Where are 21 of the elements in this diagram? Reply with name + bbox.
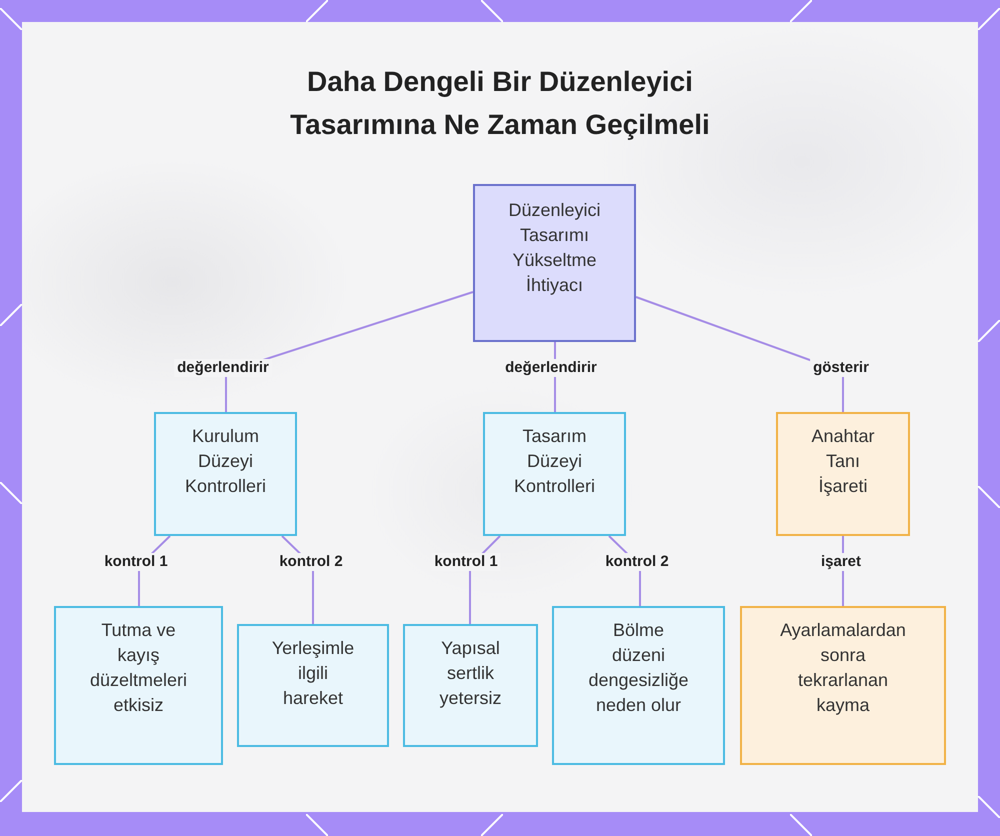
process-box xyxy=(237,624,389,747)
edge-label: değerlendirir xyxy=(174,359,272,377)
node-label: Tutma ve kayış düzeltmeleri etkisiz xyxy=(88,619,188,717)
node-label: Ayarlamalardan sonra tekrarlanan kayma xyxy=(779,619,907,717)
node-label: Kurulum Düzeyi Kontrolleri xyxy=(184,425,268,498)
node-label: Düzenleyici Tasarımı Yükseltme İhtiyacı xyxy=(507,199,602,297)
process-box xyxy=(154,412,297,536)
node-label: Tasarım Düzeyi Kontrolleri xyxy=(512,425,596,498)
process-box xyxy=(776,412,910,536)
process-box xyxy=(740,606,946,765)
process-box xyxy=(483,412,626,536)
edge-label: gösterir xyxy=(810,359,872,377)
process-box xyxy=(403,624,538,747)
node-label: Yerleşimle ilgili hareket xyxy=(270,637,356,710)
diagram-title: Daha Dengeli Bir Düzenleyici Tasarımına Ne Zaman Geçilmeli xyxy=(289,65,711,142)
node-label: Anahtar Tanı İşareti xyxy=(810,425,876,498)
process-box xyxy=(552,606,725,765)
node-label: Yapısal sertlik yetersiz xyxy=(438,637,502,710)
process-box xyxy=(473,184,636,342)
node-label: Bölme düzeni dengesizliğe neden olur xyxy=(587,619,690,717)
process-box xyxy=(54,606,223,765)
